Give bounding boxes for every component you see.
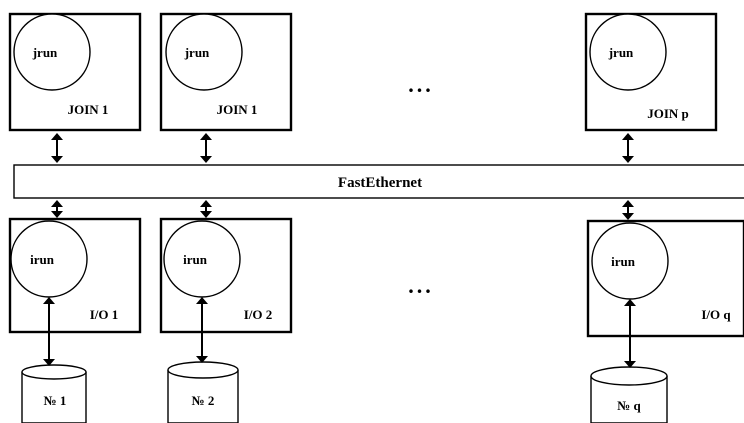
process-circle bbox=[589, 13, 667, 91]
join-node-2: jrun JOIN 1 bbox=[159, 12, 293, 132]
node-label: JOIN p bbox=[647, 106, 689, 121]
bus-to-io-q-arrow bbox=[622, 200, 634, 220]
io-1-to-disk-1-arrow bbox=[43, 297, 55, 366]
connectors bbox=[43, 133, 636, 368]
arrow-head-down bbox=[196, 356, 208, 363]
arrow-head-down bbox=[200, 156, 212, 163]
process-label: irun bbox=[30, 252, 55, 267]
process-circle bbox=[13, 13, 91, 91]
node-label: I/O 1 bbox=[90, 307, 119, 322]
arrow-head-down bbox=[51, 211, 63, 218]
disk-1: № 1 bbox=[21, 364, 87, 423]
io-node-q: irun I/O q bbox=[586, 219, 744, 338]
bus-to-io-2-arrow bbox=[200, 200, 212, 218]
node-label: JOIN 1 bbox=[217, 102, 258, 117]
arrow-head-up bbox=[51, 200, 63, 207]
disk-label: № 2 bbox=[192, 393, 215, 408]
arrow-head-down bbox=[622, 213, 634, 220]
node-label: JOIN 1 bbox=[68, 102, 109, 117]
join-p-to-bus-arrow bbox=[622, 133, 634, 163]
io-node-2: irun I/O 2 bbox=[159, 217, 293, 334]
process-circle bbox=[165, 13, 243, 91]
arrow-head-down bbox=[624, 361, 636, 368]
disk-top bbox=[21, 364, 87, 380]
process-label: irun bbox=[183, 252, 208, 267]
io-2-to-disk-2-arrow bbox=[196, 297, 208, 363]
disk-cylinder bbox=[167, 370, 239, 423]
network-label: FastEthernet bbox=[338, 175, 422, 191]
io-node-1: irun I/O 1 bbox=[8, 217, 142, 334]
disk-cylinder bbox=[21, 372, 87, 423]
join-node-p: jrun JOIN p bbox=[584, 12, 718, 132]
arrow-head-down bbox=[622, 156, 634, 163]
process-label: irun bbox=[611, 254, 636, 269]
process-label: jrun bbox=[184, 45, 210, 60]
arrow-head-up bbox=[196, 297, 208, 304]
node-label: I/O 2 bbox=[244, 307, 273, 322]
network-bar bbox=[13, 164, 744, 199]
disk-top bbox=[590, 366, 668, 386]
io-q-to-disk-q-arrow bbox=[624, 299, 636, 368]
process-label: jrun bbox=[32, 45, 58, 60]
join-1-to-bus-arrow bbox=[51, 133, 63, 163]
disk-cylinder bbox=[590, 376, 668, 423]
arrow-head-up bbox=[51, 133, 63, 140]
arrow-head-up bbox=[200, 200, 212, 207]
disk-label: № 1 bbox=[44, 393, 67, 408]
disk-top bbox=[167, 361, 239, 379]
arrow-head-up bbox=[622, 133, 634, 140]
fastethernet-bus: FastEthernet bbox=[13, 164, 744, 199]
join-2-to-bus-arrow bbox=[200, 133, 212, 163]
arrow-head-down bbox=[43, 359, 55, 366]
arrow-head-down bbox=[51, 156, 63, 163]
process-label: jrun bbox=[608, 45, 634, 60]
arrow-head-down bbox=[200, 211, 212, 218]
disk-q: № q bbox=[590, 366, 668, 423]
arrow-head-up bbox=[622, 200, 634, 207]
ellipsis-bottom: ... bbox=[408, 273, 434, 298]
disk-label: № q bbox=[617, 398, 641, 413]
node-label: I/O q bbox=[701, 307, 731, 322]
arrow-head-up bbox=[43, 297, 55, 304]
bus-to-io-1-arrow bbox=[51, 200, 63, 218]
ellipsis-top: ... bbox=[408, 72, 434, 97]
disk-2: № 2 bbox=[167, 361, 239, 423]
arrow-head-up bbox=[200, 133, 212, 140]
join-node-1: jrun JOIN 1 bbox=[8, 12, 142, 132]
arrow-head-up bbox=[624, 299, 636, 306]
